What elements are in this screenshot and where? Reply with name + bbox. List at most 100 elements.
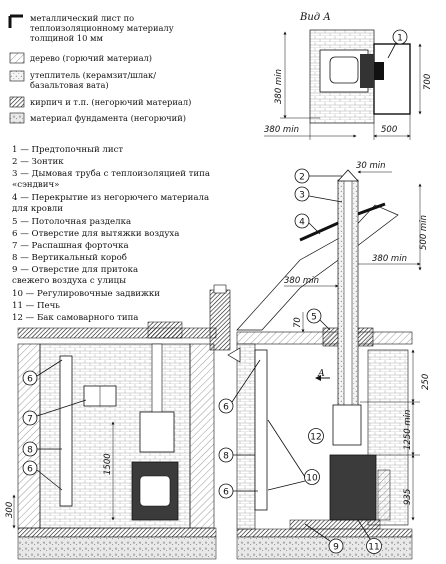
dim-label: 500 (381, 125, 397, 135)
front-duct (59, 355, 73, 507)
view-a-drawing: Вид А 1 380 min 700 380 min 500 (264, 12, 433, 140)
leader-line (231, 359, 261, 403)
front-right-post (189, 343, 215, 529)
leader-line (357, 519, 371, 540)
wood-swatch (9, 52, 25, 64)
callout-label: 9 (333, 543, 339, 553)
caption-line: 3 — Дымовая труба с теплоизоляцией типа (12, 168, 210, 179)
front-view-drawing: 1500 300 6 7 8 6 (5, 321, 217, 560)
callout-label: 6 (27, 375, 33, 385)
view-a-arrow-label: А (317, 369, 325, 379)
caption-line: 8 — Вертикальный короб (12, 252, 127, 263)
legend-text: кирпич и т.п. (негорючий материал) (30, 97, 191, 107)
dim-label: 500 min (419, 215, 429, 250)
legend-text: толщиной 10 мм (30, 33, 103, 43)
dim-label: 380 min (274, 69, 284, 104)
caption-line: 9 — Отверстие для притока (12, 265, 138, 275)
view-a-stove-side (360, 54, 374, 88)
section-drawing: А 30 min 500 min 380 min 380 min 70 250 … (209, 161, 431, 560)
callout-circle (22, 460, 38, 476)
callout-label: 6 (27, 465, 33, 475)
front-ceiling-pass-through (147, 321, 183, 339)
legend-text: металлический лист по (30, 13, 134, 23)
vent-outlet (227, 347, 241, 363)
legend-wood: дерево (горючий материал) (9, 52, 152, 64)
dim-label: 380 min (372, 254, 407, 264)
dim-label: 70 (293, 317, 303, 328)
leader-line (36, 359, 63, 377)
callout-circle (304, 469, 320, 485)
leader-line (36, 469, 63, 491)
stove-base (289, 519, 381, 530)
leader-line (304, 523, 331, 542)
front-chimney (151, 343, 163, 415)
leader-line (36, 399, 87, 417)
front-floor (17, 527, 217, 538)
leader-line (319, 319, 331, 331)
dim-label: 380 min (284, 276, 319, 286)
dim-label: 1500 (103, 453, 113, 475)
front-ceiling (17, 327, 217, 339)
metal-sheet-swatch (8, 14, 23, 28)
callout-circle (22, 370, 38, 386)
dim-label: 1250 min (403, 410, 413, 450)
caption-line: 12 — Бак самоварного типа (12, 313, 138, 323)
vent-cap (213, 284, 227, 294)
callout-label: 3 (299, 191, 305, 201)
view-a-stove-door (329, 56, 359, 84)
legend-insulation: утеплитель (керамзит/шлак/ базальтовая в… (9, 70, 156, 90)
captions: 1 — Предтопочный лист 2 — Зонтик 3 — Дым… (12, 145, 210, 323)
callout-circle (328, 538, 344, 554)
callout-label: 4 (299, 218, 305, 228)
caption-line: 11 — Печь (12, 301, 60, 311)
caption-line: 2 — Зонтик (12, 157, 64, 167)
legend-brick: кирпич и т.п. (негорючий материал) (9, 96, 191, 108)
foundation (236, 536, 413, 560)
floor (236, 528, 413, 538)
insulation-swatch (9, 70, 25, 82)
legend-foundation: материал фундамента (негорючий) (9, 112, 186, 124)
callout-label: 5 (311, 313, 317, 323)
view-a-firebox-tunnel (374, 62, 384, 80)
leader-line (267, 419, 306, 478)
caption-line: для кровли (12, 204, 63, 214)
dim-label: 300 (5, 502, 15, 518)
callout-circle (22, 410, 38, 426)
view-a-title: Вид А (299, 12, 331, 23)
chimney-flue (343, 179, 353, 421)
callout-label: 11 (368, 543, 379, 553)
callout-label: 2 (299, 173, 305, 183)
callout-label: 10 (306, 474, 318, 484)
caption-line: 1 — Предтопочный лист (12, 145, 123, 155)
callout-label: 6 (223, 403, 229, 413)
stove-side-panel (377, 469, 391, 521)
legend: металлический лист по теплоизоляционному… (8, 13, 191, 124)
callout-circle (306, 308, 322, 324)
callout-label: 6 (223, 488, 229, 498)
callout-circle (308, 428, 324, 444)
front-water-tank (139, 411, 175, 453)
stove-body (329, 454, 377, 521)
leader-line (387, 42, 397, 59)
leader-line (308, 195, 343, 203)
dim-label: 935 (403, 489, 413, 505)
callout-label: 7 (27, 415, 33, 425)
callout-label: 1 (397, 34, 403, 44)
callout-circle (294, 213, 310, 229)
leader-line (308, 222, 321, 235)
caption-line: 6 — Отверстие для вытяжки воздуха (12, 229, 179, 239)
caption-line: 4 — Перекрытие из негорючего материала (12, 193, 209, 203)
vent-chimney (209, 289, 231, 351)
foundation-swatch (9, 112, 25, 124)
caption-line: свежего воздуха с улицы (12, 276, 126, 286)
dim-label: 30 min (356, 161, 386, 171)
water-tank (332, 404, 362, 446)
callout-label: 12 (310, 433, 321, 443)
legend-text: материал фундамента (негорючий) (30, 113, 186, 123)
legend-text: базальтовая вата) (30, 80, 109, 90)
callout-circle (294, 186, 310, 202)
callout-circle (392, 29, 408, 45)
brick-swatch (9, 96, 25, 108)
legend-text: теплоизоляционному материалу (30, 23, 174, 33)
